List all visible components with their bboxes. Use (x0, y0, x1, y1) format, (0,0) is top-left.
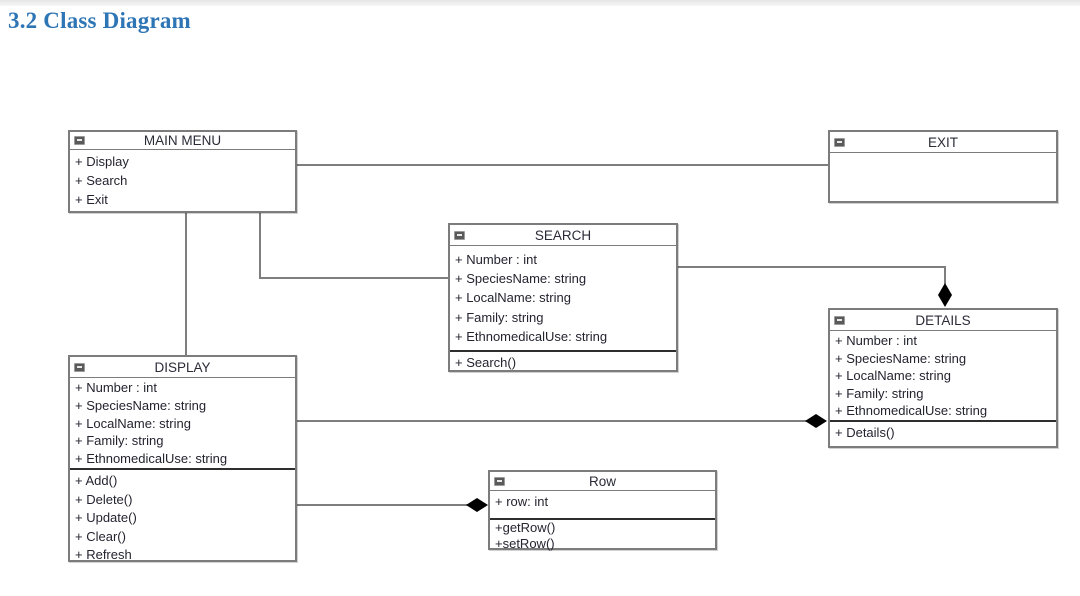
class-member: + SpeciesName: string (75, 397, 207, 413)
class-member: + Display (75, 154, 129, 169)
class-attributes: + Number : int + SpeciesName: string + L… (450, 246, 676, 350)
class-attributes: + Number : int + SpeciesName: string + L… (70, 378, 295, 468)
section-title: 3.2 Class Diagram (8, 8, 191, 33)
class-title: EXIT (927, 134, 958, 150)
class-methods: + Add() + Delete() + Update() + Clear() … (70, 468, 295, 565)
association-main-menu-search (259, 213, 448, 279)
collapse-icon (454, 230, 465, 240)
class-member: + row: int (495, 494, 549, 509)
collapse-icon (834, 315, 845, 325)
class-member: + Add() (75, 473, 118, 488)
class-header: EXIT (830, 132, 1056, 153)
class-member: +setRow() (495, 536, 555, 551)
class-box-search: SEARCH + Number : int + SpeciesName: str… (448, 223, 678, 372)
class-header: SEARCH (450, 225, 676, 246)
class-attributes: + Number : int + SpeciesName: string + L… (830, 331, 1056, 420)
class-member: + Number : int (835, 333, 918, 348)
composition-search-details (678, 266, 946, 284)
class-header: DISPLAY (70, 357, 295, 378)
class-member: + Update() (75, 510, 137, 526)
class-member: + Clear() (75, 528, 126, 544)
class-member: + SpeciesName: string (835, 350, 967, 366)
class-member: + Search (75, 173, 128, 188)
class-member: + EthnomedicalUse: string (455, 328, 608, 344)
collapse-icon (834, 137, 845, 147)
class-member: + Exit (75, 192, 108, 207)
class-attributes (830, 153, 1056, 155)
collapse-icon (74, 136, 85, 145)
class-box-exit: EXIT (828, 130, 1058, 203)
class-title: DETAILS (915, 312, 971, 328)
class-member: + LocalName: string (835, 368, 951, 384)
class-title: SEARCH (534, 227, 592, 243)
class-member: + Details() (835, 425, 895, 440)
class-member: +getRow() (495, 520, 556, 535)
class-methods: +getRow() +setRow() (490, 518, 715, 552)
class-member: + EthnomedicalUse: string (835, 403, 988, 419)
class-member: + SpeciesName: string (455, 271, 587, 287)
class-title: Row (588, 473, 616, 489)
class-title: DISPLAY (154, 359, 211, 375)
class-title: MAIN MENU (143, 133, 222, 148)
class-member: + Search() (455, 355, 517, 370)
class-member: + Refresh (75, 547, 132, 563)
composition-diamond-icon (938, 283, 952, 307)
class-attributes: + Display + Search + Exit (70, 150, 295, 209)
class-member: + LocalName: string (455, 290, 571, 306)
collapse-icon (74, 362, 85, 372)
composition-diamond-icon (805, 414, 827, 428)
class-header: Row (490, 472, 715, 491)
class-member: + Family: string (835, 385, 924, 401)
class-header: MAIN MENU (70, 132, 295, 150)
class-attributes: + row: int (490, 491, 715, 518)
collapse-icon (494, 476, 505, 486)
class-member: + Family: string (455, 309, 544, 325)
class-box-row: Row + row: int +getRow() +setRow() (488, 470, 717, 552)
class-box-main-menu: MAIN MENU + Display + Search + Exit (68, 130, 297, 213)
class-member: + Number : int (75, 380, 158, 395)
class-box-display: DISPLAY + Number : int + SpeciesName: st… (68, 355, 297, 562)
class-methods: + Search() (450, 350, 676, 372)
class-member: + EthnomedicalUse: string (75, 451, 228, 467)
class-member: + Family: string (75, 433, 164, 449)
class-member: + LocalName: string (75, 415, 191, 431)
composition-diamond-icon (466, 498, 488, 512)
class-box-details: DETAILS + Number : int + SpeciesName: st… (828, 308, 1058, 448)
class-header: DETAILS (830, 310, 1056, 331)
class-member: + Delete() (75, 491, 133, 507)
class-member: + Number : int (455, 252, 538, 267)
class-methods: + Details() (830, 420, 1056, 442)
page-top-strip (0, 0, 1080, 6)
